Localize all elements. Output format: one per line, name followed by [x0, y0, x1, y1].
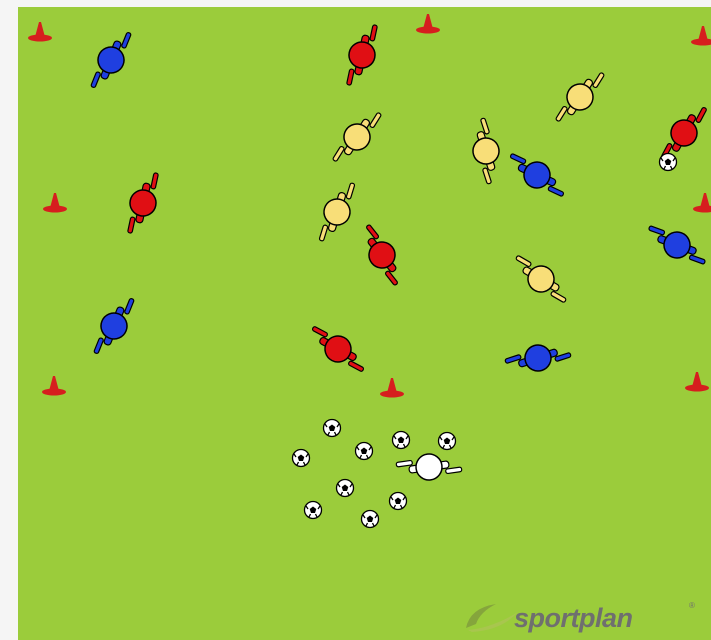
- player-icon: [503, 150, 572, 201]
- cone-icon: [380, 378, 404, 398]
- cone-icon: [42, 376, 66, 396]
- soccer-ball-icon: [393, 432, 410, 449]
- player-icon: [464, 117, 509, 186]
- soccer-ball-icon: [293, 450, 310, 467]
- player-icon: [90, 291, 138, 360]
- cone-icon: [28, 22, 52, 42]
- player-icon: [124, 169, 163, 237]
- soccer-ball-icon: [305, 502, 322, 519]
- player-icon: [552, 63, 608, 131]
- player-icon: [343, 21, 382, 89]
- player-icon: [642, 222, 711, 268]
- soccer-ball-icon: [390, 493, 407, 510]
- soccer-ball-icon: [660, 154, 677, 171]
- player-icon: [329, 103, 385, 171]
- soccer-ball-icon: [324, 420, 341, 437]
- cone-icon: [693, 193, 711, 213]
- logo-text: sportplan: [514, 603, 633, 634]
- registered-mark: ®: [689, 601, 695, 610]
- swoosh-icon: [462, 598, 522, 638]
- sportplan-logo: sportplan ®: [462, 598, 702, 638]
- player-icon: [87, 25, 135, 94]
- player-icon: [504, 336, 573, 381]
- player-icon: [304, 322, 373, 375]
- soccer-ball-icon: [356, 443, 373, 460]
- cone-icon: [43, 193, 67, 213]
- player-icon: [507, 252, 575, 307]
- soccer-ball-icon: [337, 480, 354, 497]
- player-icon: [315, 178, 359, 247]
- cone-icon: [685, 372, 709, 392]
- player-icon: [352, 222, 412, 288]
- soccer-ball-icon: [362, 511, 379, 528]
- cone-icon: [416, 14, 440, 34]
- player-icon: [396, 450, 463, 485]
- cone-icon: [691, 26, 711, 46]
- soccer-ball-icon: [439, 433, 456, 450]
